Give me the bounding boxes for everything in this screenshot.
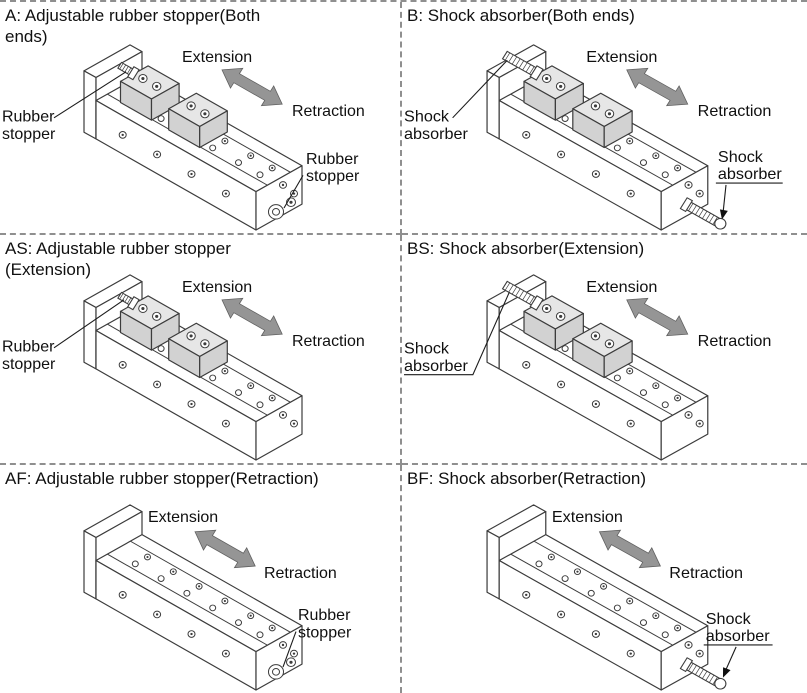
callout-right-line1: Rubber	[306, 151, 358, 168]
leader-arrowhead	[722, 667, 731, 678]
retraction-label: Retraction	[292, 103, 365, 120]
callout-left-line2: absorber	[404, 358, 468, 375]
panel-BS-title: BS: Shock absorber(Extension)	[407, 238, 803, 259]
retraction-label: Retraction	[264, 565, 337, 582]
callout-left-line2: stopper	[2, 126, 55, 143]
motion-double-arrow	[620, 59, 695, 115]
panel-A-title: A: Adjustable rubber stopper(Both ends)	[5, 5, 396, 48]
callout-right-line2: stopper	[306, 168, 359, 185]
extension-label: Extension	[586, 280, 657, 297]
panel-B-title: B: Shock absorber(Both ends)	[407, 5, 803, 26]
panel-B-drawing: Extension Retraction Shock absorber Shoc…	[404, 44, 783, 231]
panel-AS-drawing: Extension Retraction Rubber stopper	[2, 274, 365, 461]
leader-line	[283, 175, 304, 209]
panel-AF: AF: Adjustable rubber stopper(Retraction…	[0, 465, 402, 693]
callout-left-line1: Rubber	[2, 109, 54, 126]
title-line-2: (Extension)	[5, 260, 91, 280]
leader-arrow-line	[722, 184, 727, 214]
panel-AS-title: AS: Adjustable rubber stopper (Extension…	[5, 238, 396, 281]
callout-right-line1: Shock	[718, 149, 763, 166]
panel-AF-title: AF: Adjustable rubber stopper(Retraction…	[5, 468, 396, 489]
panel-BF: BF: Shock absorber(Retraction) Extension…	[402, 465, 807, 693]
callout-right-line1: Rubber	[298, 607, 350, 624]
leader-line	[53, 71, 127, 119]
panel-BS-drawing: Extension Retraction Shock absorber	[404, 274, 772, 461]
retraction-label: Retraction	[669, 565, 743, 582]
callout-right-line1: Shock	[706, 611, 751, 628]
extension-label: Extension	[586, 50, 657, 67]
title-line-1: A: Adjustable rubber stopper(Both	[5, 6, 261, 25]
panel-BS: BS: Shock absorber(Extension) Extension …	[402, 235, 807, 465]
extension-label: Extension	[552, 510, 623, 527]
retraction-label: Retraction	[698, 103, 772, 120]
title-line-2: ends)	[5, 27, 48, 47]
leader-line	[53, 299, 125, 349]
leader-line	[282, 631, 297, 668]
title-line-1: AS: Adjustable rubber stopper	[5, 239, 231, 258]
motion-double-arrow	[215, 289, 289, 345]
panel-A: A: Adjustable rubber stopper(Both ends) …	[0, 2, 402, 235]
title-line-1: B: Shock absorber(Both ends)	[407, 6, 635, 25]
slide-cylinder-body	[486, 504, 709, 691]
title-line-1: AF: Adjustable rubber stopper(Retraction…	[5, 469, 319, 488]
callout-left-line2: stopper	[2, 356, 55, 373]
panel-AF-drawing: Extension Retraction Rubber stopper	[83, 504, 351, 691]
panel-A-drawing: Extension Retraction Rubber stopper Rubb…	[2, 44, 365, 231]
callout-left-line1: Shock	[404, 341, 449, 358]
callout-right-line2: absorber	[706, 628, 770, 645]
panel-BF-drawing: Extension Retraction Shock absorber	[486, 504, 773, 691]
leader-arrowhead	[719, 209, 728, 220]
callout-right-line2: absorber	[718, 167, 782, 184]
panel-BF-title: BF: Shock absorber(Retraction)	[407, 468, 803, 489]
callout-left-line1: Rubber	[2, 339, 54, 356]
motion-double-arrow	[215, 59, 289, 115]
callout-left-line2: absorber	[404, 126, 468, 143]
extension-label: Extension	[148, 509, 218, 526]
leader-line	[452, 59, 508, 119]
leader-arrow-line	[724, 646, 737, 673]
callout-right-line2: stopper	[298, 625, 351, 642]
title-line-1: BF: Shock absorber(Retraction)	[407, 469, 647, 488]
title-line-1: BS: Shock absorber(Extension)	[407, 239, 645, 258]
motion-double-arrow	[620, 289, 695, 345]
leader-line	[404, 291, 510, 376]
panel-AS: AS: Adjustable rubber stopper (Extension…	[0, 235, 402, 465]
extension-label: Extension	[182, 49, 252, 66]
slide-cylinder-body	[83, 504, 303, 691]
extension-label: Extension	[182, 279, 252, 296]
panel-B: B: Shock absorber(Both ends) Extension R…	[402, 2, 807, 235]
retraction-label: Retraction	[698, 333, 772, 350]
callout-left-line1: Shock	[404, 109, 449, 126]
retraction-label: Retraction	[292, 333, 365, 350]
